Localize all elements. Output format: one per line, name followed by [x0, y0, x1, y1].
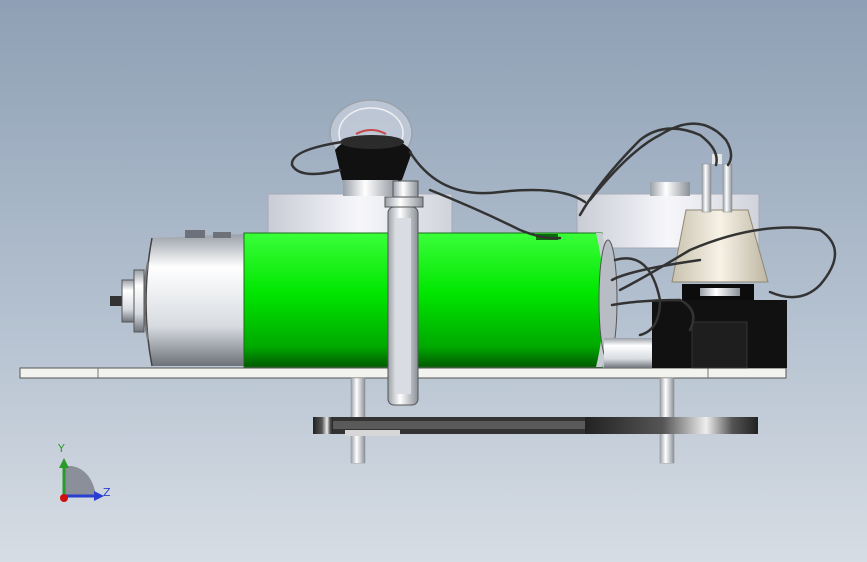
triad-y-label: Y [58, 442, 65, 455]
motor-clamp[interactable] [384, 180, 424, 406]
triad-z-arrow [94, 491, 104, 501]
motor-terminal[interactable] [110, 269, 145, 333]
lamp-socket[interactable] [335, 135, 412, 196]
motor-body[interactable] [243, 232, 610, 368]
right-block-post [650, 182, 690, 196]
triad-z-label: Z [103, 486, 111, 499]
drive-belt[interactable] [313, 417, 758, 436]
left-shaft-end [351, 436, 365, 463]
triad-y-arrow [59, 458, 69, 468]
motor-end-cap[interactable] [143, 230, 246, 367]
triad-plane-icon [64, 466, 96, 496]
wire-cables[interactable] [290, 122, 837, 337]
triad-origin [60, 494, 68, 502]
right-shaft-end [660, 436, 674, 463]
gear-housing[interactable] [652, 284, 787, 369]
motor-front-face[interactable] [598, 239, 654, 368]
coordinate-triad [59, 458, 104, 502]
